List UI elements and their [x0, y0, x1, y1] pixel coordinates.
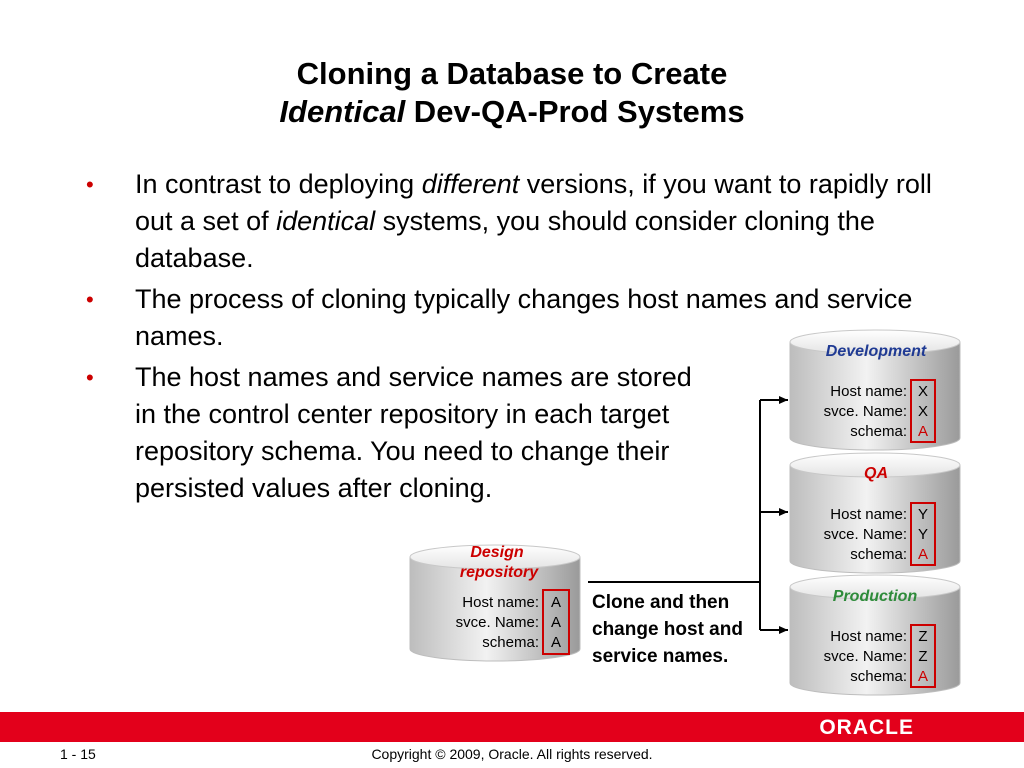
dev-host-label: Host name: — [830, 383, 907, 400]
prod-schema-label: schema: — [850, 668, 907, 685]
development-title: Development — [826, 343, 927, 360]
title-rest: Dev-QA-Prod Systems — [405, 94, 745, 129]
qa-schema-value: A — [918, 546, 928, 563]
design-svce-label: svce. Name: — [456, 614, 539, 631]
bullet-item: • The host names and service names are st… — [78, 359, 695, 507]
design-repo-title-2: repository — [460, 564, 539, 581]
bullet-run: In contrast to deploying — [135, 169, 422, 199]
copyright-text: Copyright © 2009, Oracle. All rights res… — [371, 746, 653, 762]
title-line-1: Cloning a Database to Create — [296, 56, 728, 91]
bullet-text: The host names and service names are sto… — [135, 362, 692, 503]
design-repo-title-1: Design — [470, 544, 524, 561]
bullet-emphasis: different — [421, 169, 520, 199]
prod-schema-value: A — [918, 668, 928, 685]
design-values-highlight-box — [542, 589, 570, 655]
dev-schema-label: schema: — [850, 423, 907, 440]
oracle-logo: ORACLE — [819, 716, 914, 739]
qa-svce-value: Y — [918, 526, 928, 543]
bullet-run: systems, you should consider cloning the… — [135, 206, 875, 273]
prod-svce-value: Z — [918, 648, 927, 665]
dev-values-highlight-box — [910, 379, 936, 443]
qa-schema-label: schema: — [850, 546, 907, 563]
design-host-label: Host name: — [462, 594, 539, 611]
bullet-item: • In contrast to deploying different vers… — [78, 166, 948, 277]
bullet-run: versions, if you want to rapidly roll ou… — [135, 169, 932, 236]
dev-host-value: X — [918, 383, 928, 400]
prod-values-highlight-box — [910, 624, 936, 688]
bullet-icon: • — [86, 287, 94, 312]
bullet-run: The host names and service names are sto… — [135, 362, 692, 503]
clone-note: Clone and then change host and service n… — [592, 592, 743, 667]
title-line-2: Identical Dev-QA-Prod Systems — [0, 93, 1024, 131]
page-number: 1 - 15 — [60, 746, 96, 762]
bullet-text: In contrast to deploying different versi… — [135, 169, 932, 273]
qa-values-highlight-box — [910, 502, 936, 566]
design-svce-value: A — [551, 614, 561, 631]
prod-host-label: Host name: — [830, 628, 907, 645]
bullet-icon: • — [86, 365, 94, 390]
qa-host-value: Y — [918, 506, 928, 523]
footer-bar — [0, 712, 1024, 742]
dev-svce-value: X — [918, 403, 928, 420]
design-schema-label: schema: — [482, 634, 539, 651]
design-host-value: A — [551, 594, 561, 611]
qa-svce-label: svce. Name: — [824, 526, 907, 543]
bullet-emphasis: identical — [276, 206, 376, 236]
qa-host-label: Host name: — [830, 506, 907, 523]
bullet-icon: • — [86, 172, 94, 197]
production-cylinder: Production Host name: svce. Name: schema… — [789, 574, 961, 696]
title-italic-word: Identical — [279, 94, 406, 129]
prod-host-value: Z — [918, 628, 927, 645]
dev-schema-value: A — [918, 423, 928, 440]
design-repository-cylinder: Design repository Host name: svce. Name:… — [409, 544, 581, 662]
prod-svce-label: svce. Name: — [824, 648, 907, 665]
bullet-list: • In contrast to deploying different vers… — [78, 166, 948, 511]
qa-cylinder: QA Host name: svce. Name: schema: Y Y A — [789, 452, 961, 574]
qa-title: QA — [864, 465, 888, 482]
design-schema-value: A — [551, 634, 561, 651]
production-title: Production — [833, 588, 918, 605]
dev-svce-label: svce. Name: — [824, 403, 907, 420]
bullet-text: The process of cloning typically changes… — [135, 284, 912, 351]
slide-title: Cloning a Database to Create Identical D… — [0, 55, 1024, 131]
development-cylinder: Development Host name: svce. Name: schem… — [789, 329, 961, 451]
bullet-run: The process of cloning typically changes… — [135, 284, 913, 351]
bullet-item: • The process of cloning typically change… — [78, 281, 948, 355]
